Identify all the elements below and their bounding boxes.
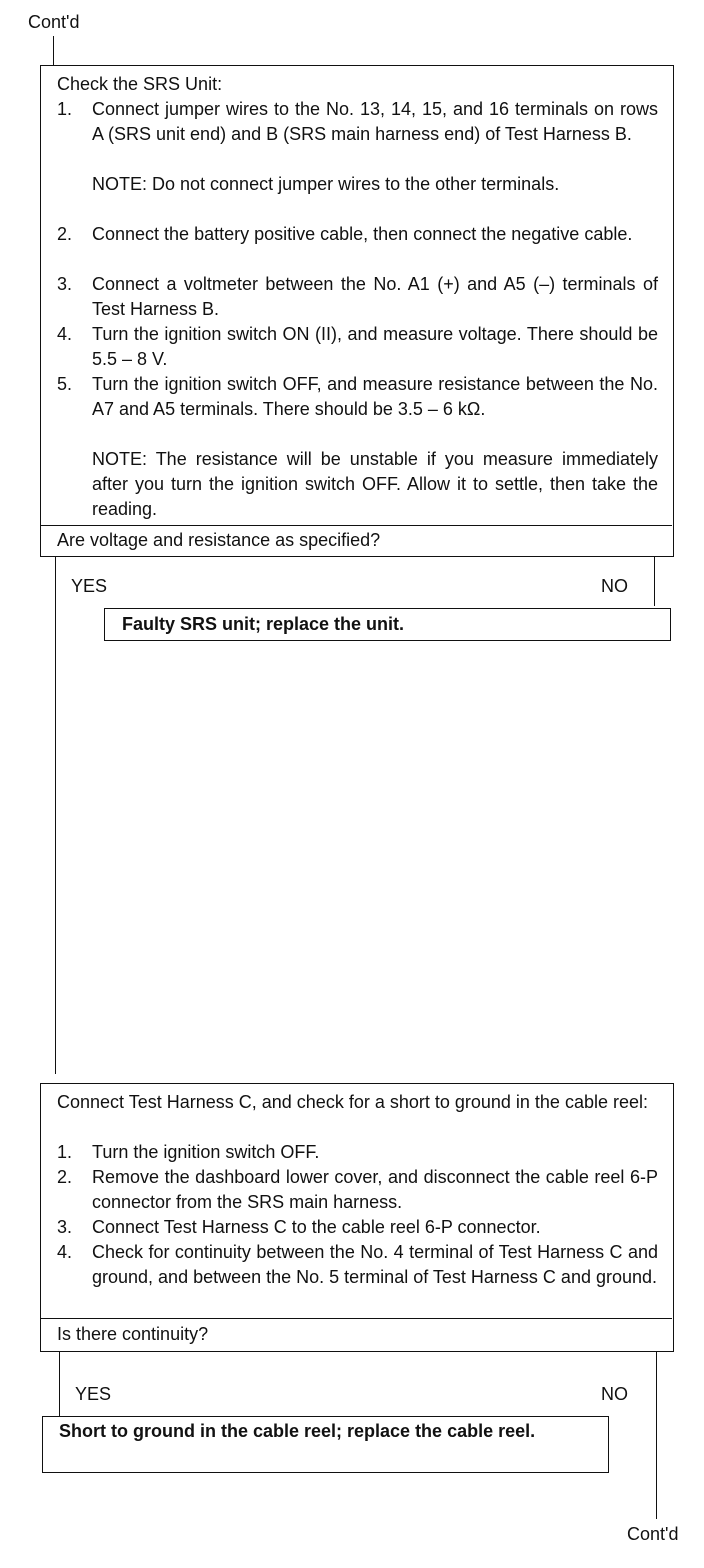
step2-item-3-number: 3. — [57, 1217, 73, 1237]
top-continued-label: Cont'd — [28, 12, 80, 32]
step2-divider — [41, 1318, 672, 1319]
step1-item-4-number: 4. — [57, 324, 73, 344]
step1-item-1-number: 1. — [57, 99, 73, 119]
short-to-ground-text: Short to ground in the cable reel; repla… — [59, 1421, 536, 1441]
step2-yes-line — [59, 1351, 60, 1417]
step2-item-2: 2. Remove the dashboard lower cover, and… — [57, 1165, 659, 1215]
step1-item-5: 5. Turn the ignition switch OFF, and mea… — [57, 372, 659, 447]
top-connector-line — [53, 36, 54, 66]
step2-item-3-text: Connect Test Harness C to the cable reel… — [92, 1217, 541, 1237]
step1-yes-line — [55, 556, 56, 1074]
step2-intro: Connect Test Harness C, and check for a … — [57, 1092, 648, 1112]
step1-item-4-text: Turn the ignition switch ON (II), and me… — [92, 324, 658, 369]
step1-item-2-text: Connect the battery positive cable, then… — [92, 224, 633, 244]
step1-item-1-text: Connect jumper wires to the No. 13, 14, … — [92, 99, 658, 144]
step2-item-2-number: 2. — [57, 1167, 73, 1187]
step1-yes-label: YES — [71, 576, 108, 596]
step1-note-2: NOTE: The resistance will be unstable if… — [57, 447, 659, 522]
step2-item-3: 3. Connect Test Harness C to the cable r… — [57, 1215, 659, 1240]
step2-item-4: 4. Check for continuity between the No. … — [57, 1240, 659, 1315]
step1-question: Are voltage and resistance as specified? — [57, 530, 381, 550]
step1-item-5-number: 5. — [57, 374, 73, 394]
cable-reel-check-box: Connect Test Harness C, and check for a … — [40, 1083, 674, 1352]
step1-note-1: NOTE: Do not connect jumper wires to the… — [57, 172, 659, 222]
step1-note-1-text: NOTE: Do not connect jumper wires to the… — [92, 174, 560, 194]
step1-item-1: 1. Connect jumper wires to the No. 13, 1… — [57, 97, 659, 172]
step2-item-1: 1. Turn the ignition switch OFF. — [57, 1140, 659, 1165]
faulty-srs-unit-text: Faulty SRS unit; replace the unit. — [122, 614, 405, 634]
step1-title: Check the SRS Unit: — [57, 74, 223, 94]
step2-no-line — [656, 1351, 657, 1519]
step1-item-2-number: 2. — [57, 224, 73, 244]
step2-item-1-number: 1. — [57, 1142, 73, 1162]
faulty-srs-unit-box: Faulty SRS unit; replace the unit. — [104, 608, 671, 641]
step1-item-5-text: Turn the ignition switch OFF, and measur… — [92, 374, 658, 419]
step1-item-4: 4. Turn the ignition switch ON (II), and… — [57, 322, 659, 372]
step2-question: Is there continuity? — [57, 1324, 209, 1344]
step2-no-label: NO — [601, 1384, 628, 1404]
step1-item-3-number: 3. — [57, 274, 73, 294]
step1-item-2: 2. Connect the battery positive cable, t… — [57, 222, 659, 272]
step2-item-2-text: Remove the dashboard lower cover, and di… — [92, 1167, 658, 1212]
step1-note-2-text: NOTE: The resistance will be unstable if… — [92, 449, 658, 519]
step2-item-4-text: Check for continuity between the No. 4 t… — [92, 1242, 658, 1287]
bottom-continued-label: Cont'd — [627, 1524, 679, 1544]
step2-item-1-text: Turn the ignition switch OFF. — [92, 1142, 320, 1162]
step1-no-label: NO — [601, 576, 628, 596]
short-to-ground-box: Short to ground in the cable reel; repla… — [42, 1416, 609, 1473]
step1-item-3-text: Connect a voltmeter between the No. A1 (… — [92, 274, 658, 319]
srs-unit-check-box: Check the SRS Unit: 1. Connect jumper wi… — [40, 65, 674, 557]
step2-item-4-number: 4. — [57, 1242, 73, 1262]
step2-yes-label: YES — [75, 1384, 112, 1404]
step1-divider — [41, 525, 672, 526]
step1-no-line — [654, 556, 655, 606]
step1-item-3: 3. Connect a voltmeter between the No. A… — [57, 272, 659, 322]
